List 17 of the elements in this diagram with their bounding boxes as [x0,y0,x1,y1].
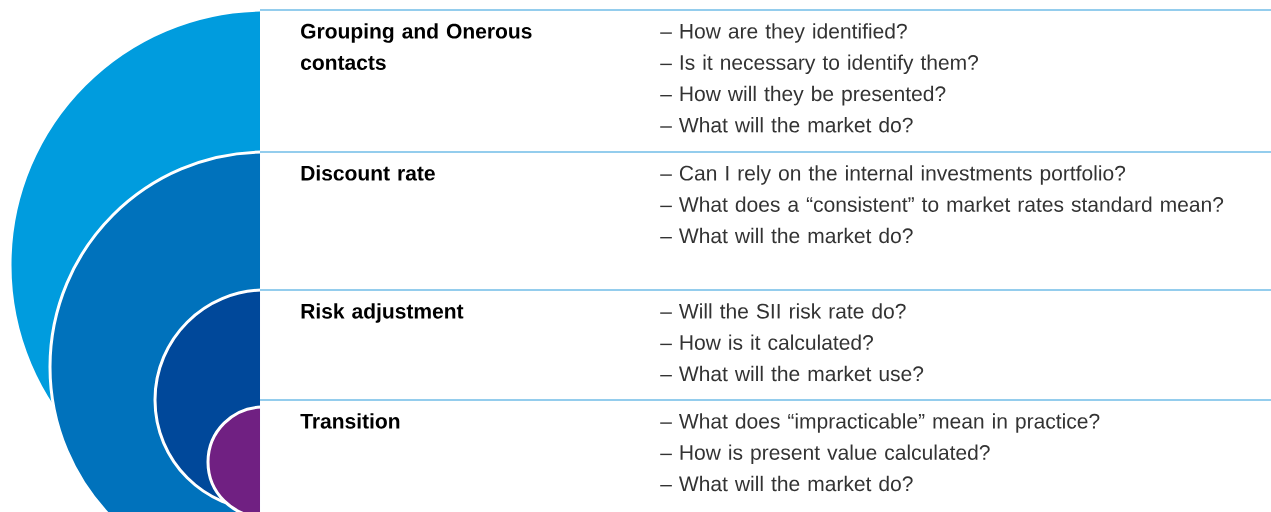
question-text: – Will the SII risk rate do? [660,303,906,319]
row-heading: Discount rate [301,165,435,181]
question-text: – Is it necessary to identify them? [660,54,978,75]
question-text: – What will the market do? [660,227,913,244]
question-text: – What will the market do? [660,117,913,133]
question-text: – What does “impracticable” mean in practice? [660,413,1100,433]
question-text: – What does a “consistent” to market rates standard mean? [660,196,1224,212]
question-text: – What will the market do? [660,475,913,492]
row-heading: Grouping and Onerous contacts [301,23,532,70]
question-text: – How is it calculated? [660,334,873,350]
row-heading: Risk adjustment [301,303,464,323]
question-text: – How is present value calculated? [660,444,990,465]
question-text: – What will the market use? [660,365,924,382]
question-text: – Can I rely on the internal investments portfolio? [660,165,1126,185]
row-heading: Transition [300,413,400,429]
question-text: – How will they be presented? [660,85,946,106]
question-text: – How are they identified? [660,23,907,43]
